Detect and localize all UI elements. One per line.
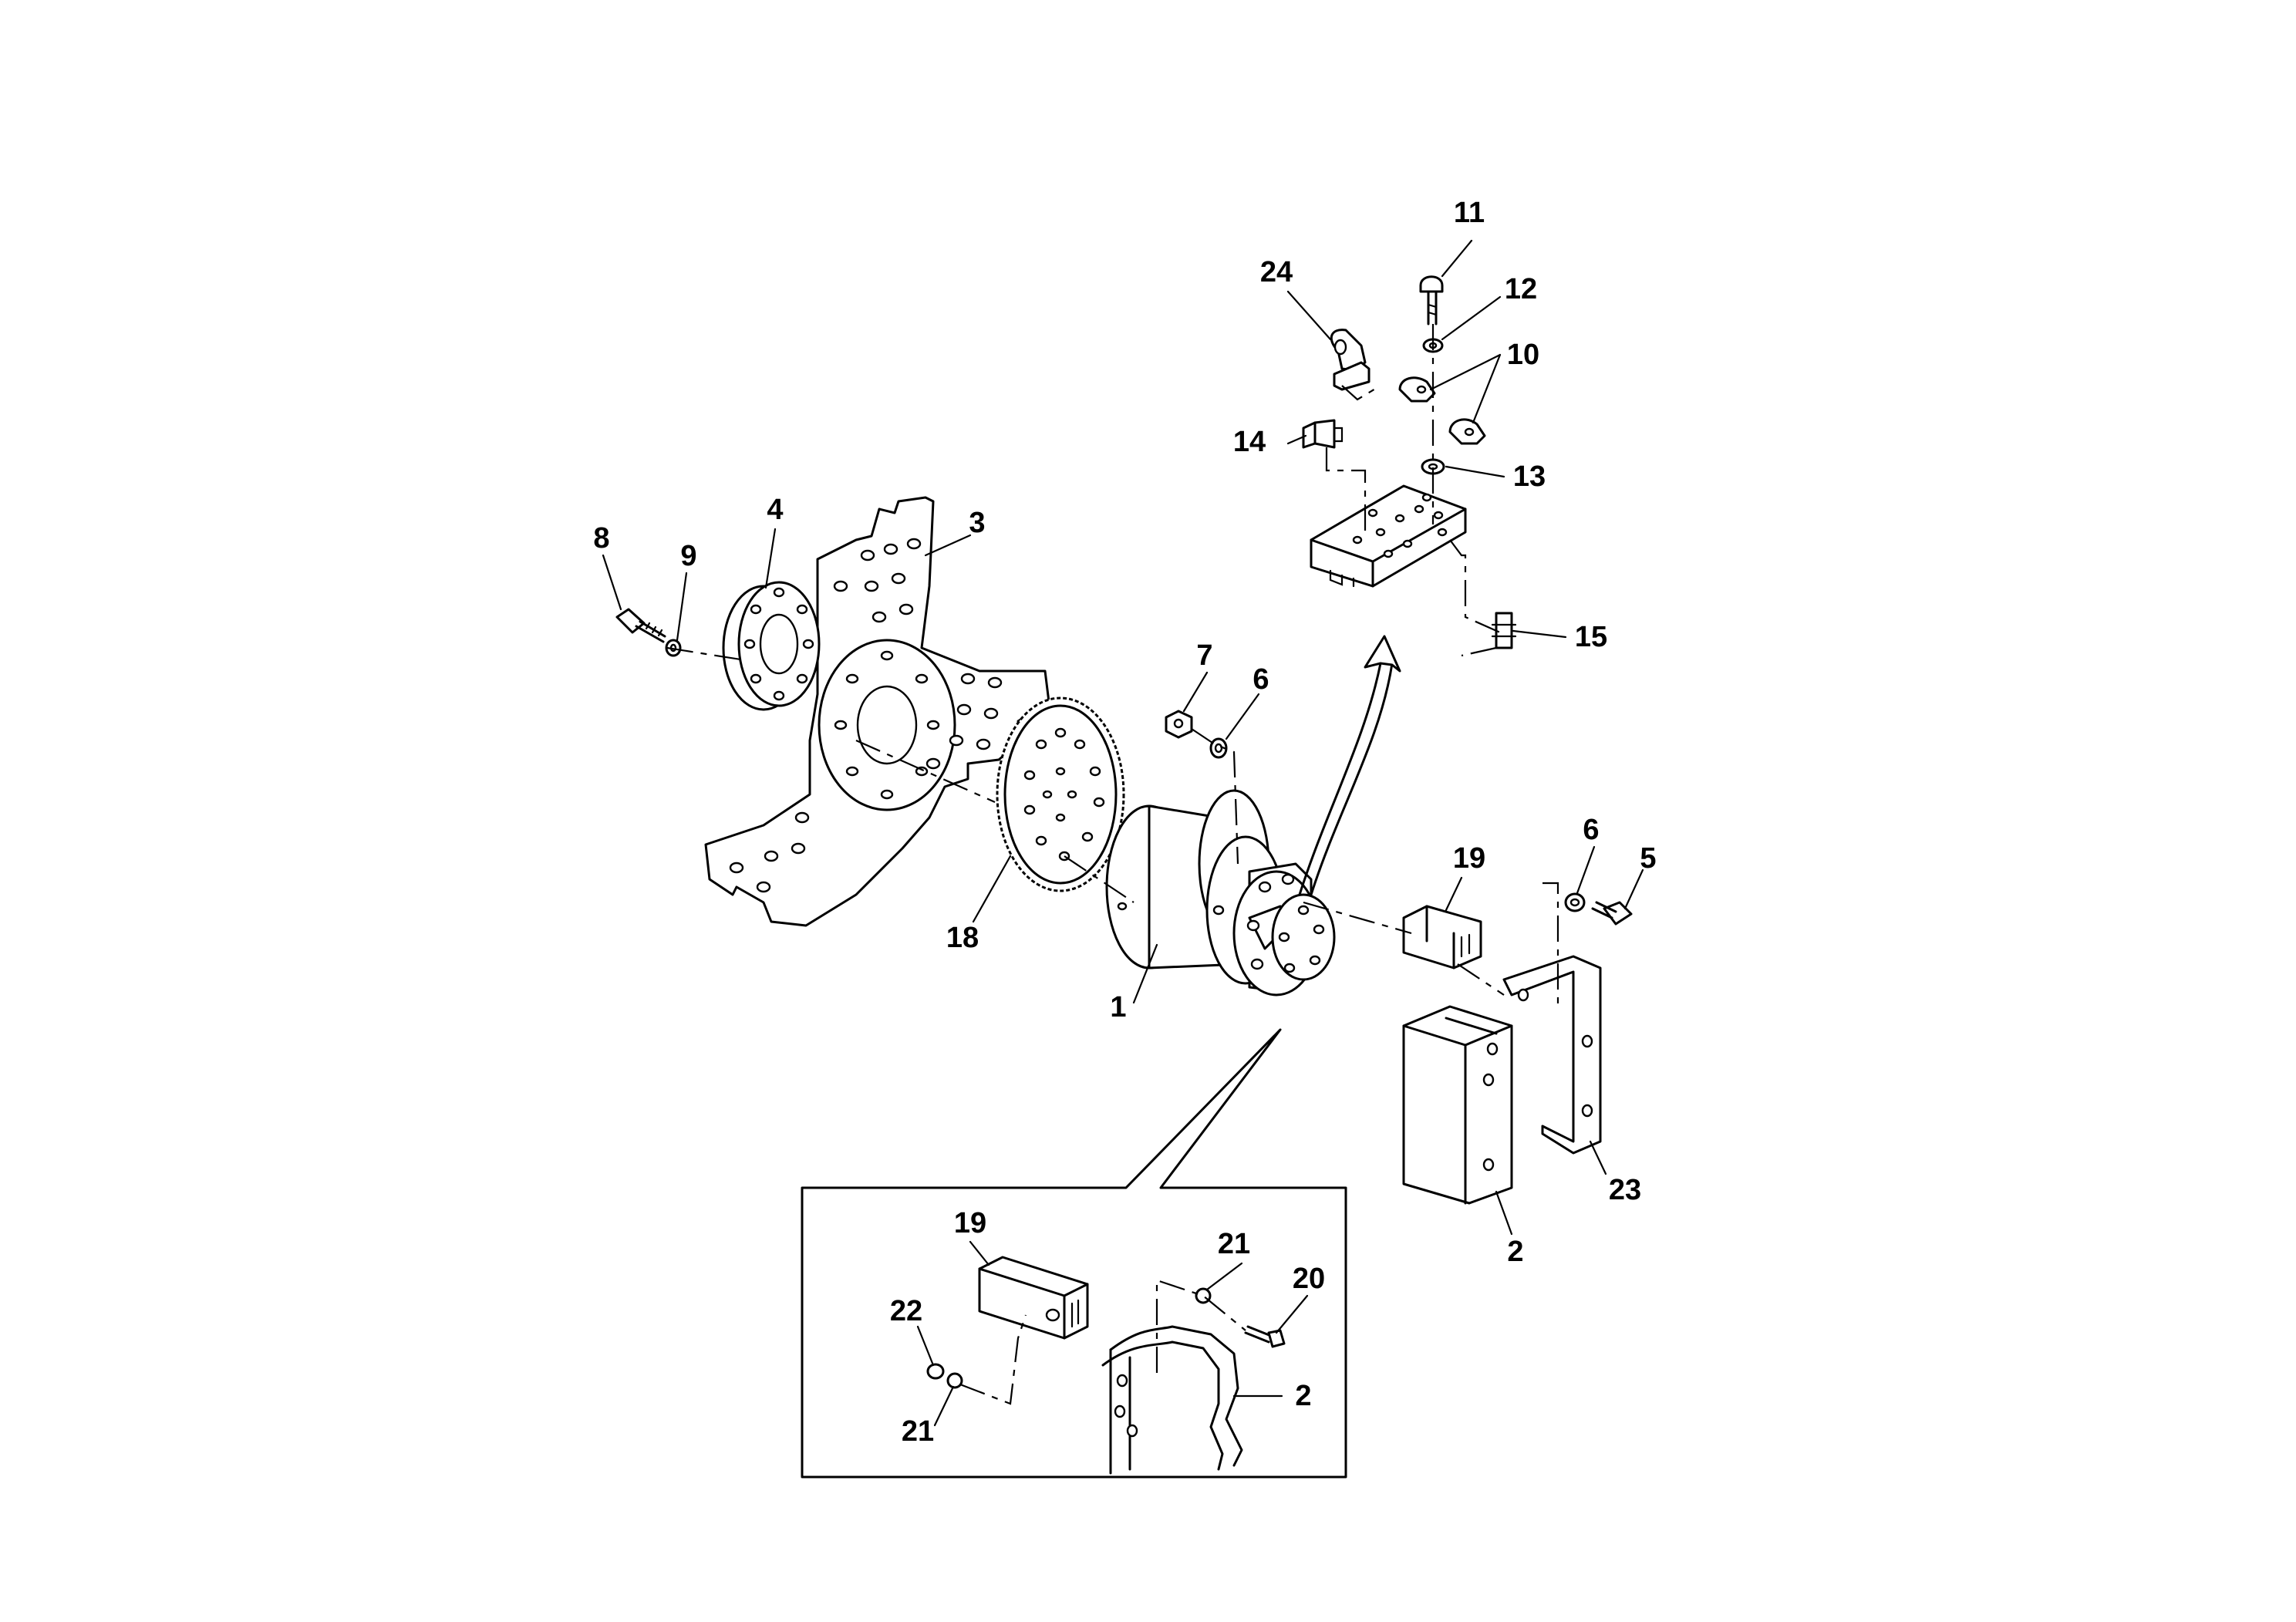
gear-ring-part-18 (996, 696, 1125, 892)
callout-23: 23 (1609, 1174, 1641, 1206)
hub-ring-part-4 (722, 581, 821, 711)
bracket-part-2 (1402, 1005, 1513, 1205)
callout-7: 7 (1196, 639, 1212, 672)
bracket-part-23 (1502, 955, 1602, 1155)
callout-labels: 1 2 3 4 5 6 6 7 8 9 10 11 12 13 14 15 18… (593, 197, 1656, 1448)
detail-callout-22: 22 (890, 1295, 922, 1327)
detail-sensor-part-19 (978, 1256, 1089, 1340)
callout-1: 1 (1110, 991, 1126, 1023)
fitting-part-15 (1491, 612, 1517, 649)
callout-5: 5 (1640, 842, 1656, 875)
washer-part-6-lower (1564, 892, 1586, 912)
callout-9: 9 (680, 540, 696, 572)
callout-13: 13 (1513, 460, 1546, 493)
detail-callout-2: 2 (1295, 1380, 1311, 1412)
assembly-arrow (1298, 635, 1401, 896)
bolt-part-5 (1591, 901, 1633, 926)
spider-plate-bolt-holes (729, 538, 1003, 893)
detail-inset (801, 1028, 1347, 1479)
nut-part-7 (1165, 710, 1193, 739)
callout-6-lower: 6 (1583, 814, 1599, 846)
callout-2: 2 (1507, 1236, 1523, 1268)
fitting-part-14 (1302, 419, 1344, 449)
detail-callout-21-upper: 21 (1218, 1228, 1250, 1260)
detail-callout-19: 19 (954, 1207, 986, 1239)
spider-plate-part-3 (704, 496, 1050, 927)
callout-6-upper: 6 (1253, 663, 1269, 696)
detail-callout-20: 20 (1293, 1263, 1325, 1295)
sensor-part-19 (1402, 905, 1482, 969)
callout-24: 24 (1260, 256, 1293, 288)
callout-18: 18 (946, 922, 979, 954)
callout-19: 19 (1453, 842, 1485, 875)
detail-nut-part-22 (926, 1363, 945, 1380)
explode-lines (666, 324, 1559, 1010)
callout-12: 12 (1505, 273, 1537, 305)
callout-11: 11 (1454, 197, 1485, 229)
callout-14: 14 (1233, 426, 1266, 458)
detail-callout-21-lower: 21 (902, 1415, 934, 1448)
callout-15: 15 (1575, 621, 1607, 653)
callout-10: 10 (1507, 339, 1539, 371)
bolt-part-8 (615, 608, 666, 643)
bolt-part-11 (1419, 275, 1444, 325)
detail-washer-part-21-left (946, 1372, 963, 1389)
detail-bolt-part-20 (1244, 1325, 1286, 1348)
elbow-fitting-part-24 (1330, 329, 1371, 391)
callout-8: 8 (593, 522, 609, 555)
drive-motor-part-1 (1105, 789, 1336, 996)
callout-4: 4 (767, 494, 783, 526)
leader-lines (602, 239, 1644, 1427)
callout-3: 3 (969, 507, 985, 539)
clamp-part-10 (1398, 376, 1486, 445)
valve-block (1310, 484, 1467, 588)
detail-bracket-part-2 (1101, 1325, 1243, 1475)
